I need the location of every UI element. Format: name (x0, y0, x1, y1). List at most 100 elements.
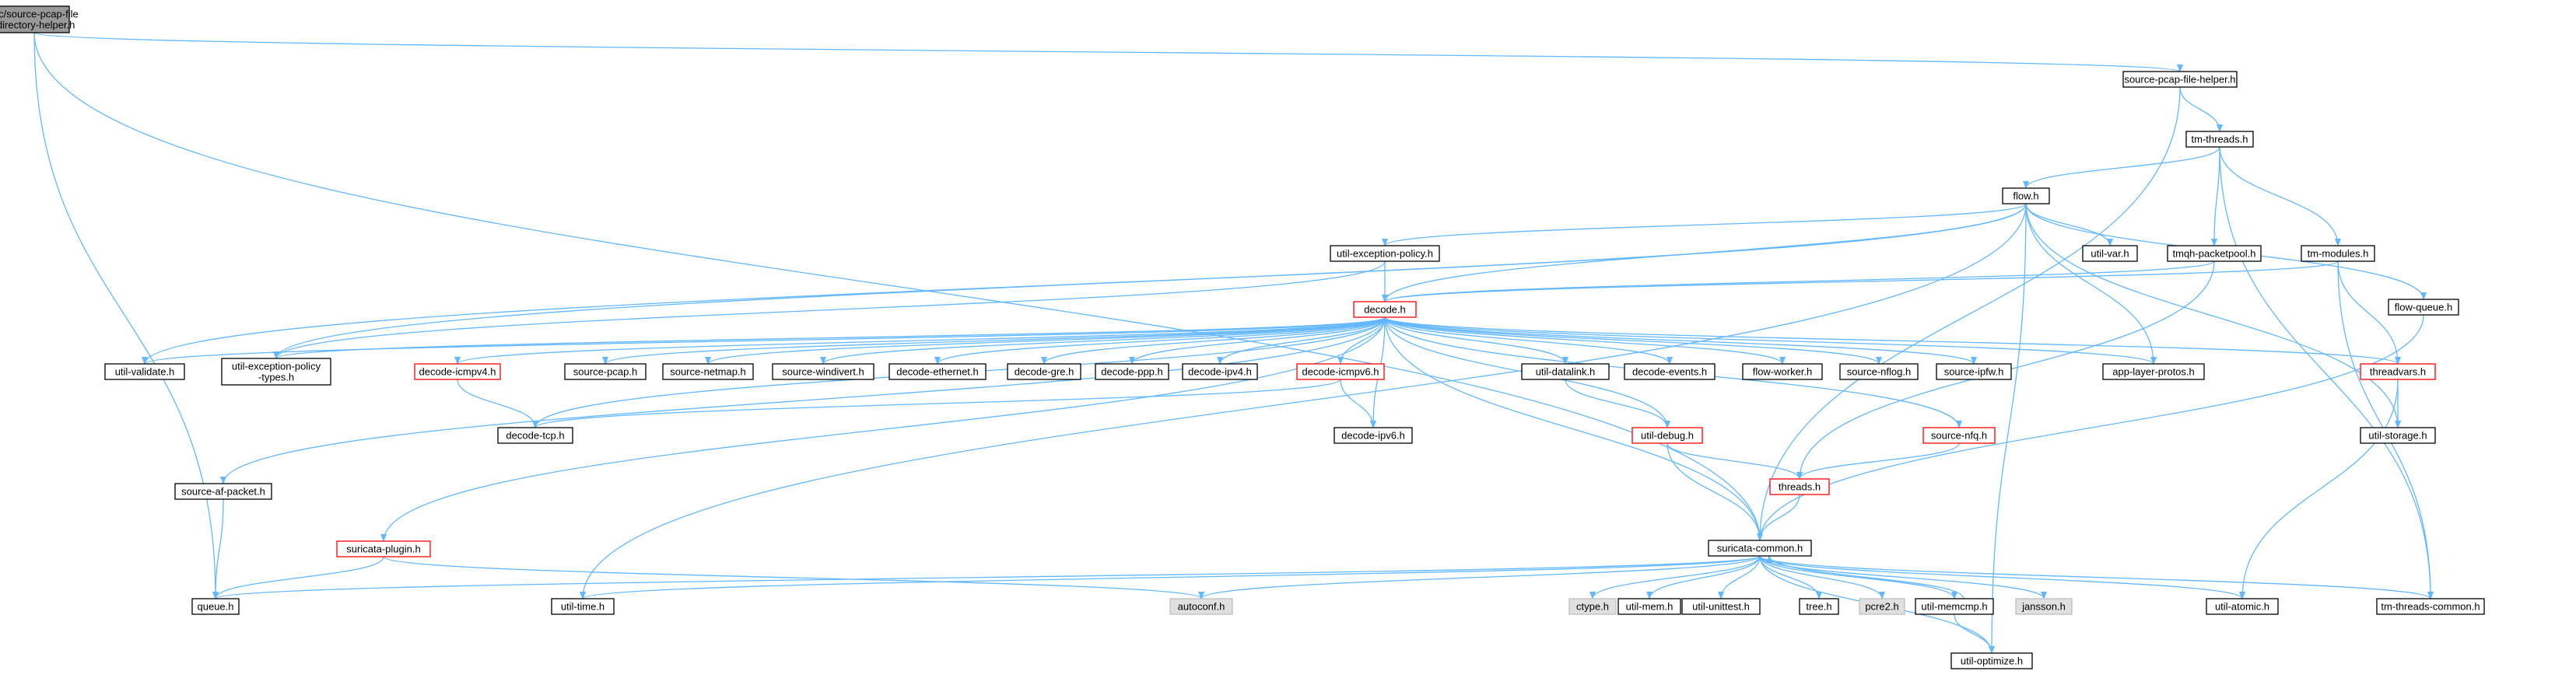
node-root[interactable]: src/source-pcap-file-directory-helper.h (0, 5, 79, 33)
edge-tmthreads-to-flow (2023, 146, 2220, 189)
node-label: decode-ipv6.h (1341, 430, 1405, 442)
node-tmtc[interactable]: tm-threads-common.h (2376, 598, 2485, 615)
edge-decode-to-decppp (1129, 316, 1386, 365)
node-utildebug[interactable]: util-debug.h (1631, 427, 1703, 444)
node-label: tm-threads-common.h (2381, 601, 2480, 613)
node-tree[interactable]: tree.h (1799, 598, 1839, 615)
node-decipv6[interactable]: decode-ipv6.h (1334, 427, 1413, 444)
node-tmqh[interactable]: tmqh-packetpool.h (2167, 245, 2262, 262)
node-srcwindivert[interactable]: source-windivert.h (772, 363, 874, 380)
node-utilatomic[interactable]: util-atomic.h (2206, 598, 2279, 615)
node-label: jansson.h (2021, 601, 2066, 613)
node-ueptypes[interactable]: util-exception-policy-types.h (221, 358, 331, 386)
node-threadvars[interactable]: threadvars.h (2360, 363, 2436, 380)
node-label: suricata-plugin.h (346, 543, 420, 555)
node-dectcp[interactable]: decode-tcp.h (497, 427, 573, 444)
node-box (1095, 363, 1169, 380)
node-label: decode-ppp.h (1101, 366, 1163, 378)
node-label: source-windivert.h (782, 366, 864, 378)
node-decether[interactable]: decode-ethernet.h (888, 363, 987, 380)
node-surcommon[interactable]: suricata-common.h (1708, 540, 1812, 557)
node-ctype[interactable]: ctype.h (1568, 598, 1617, 615)
node-label: app-layer-protos.h (2112, 366, 2195, 378)
edge-utilmemcmp-to-utiloptimize (1954, 613, 1995, 654)
node-tmmodules[interactable]: tm-modules.h (2301, 245, 2375, 262)
edge-decode-to-utildatalink (1384, 316, 1568, 365)
edge-decode-to-decipv4 (1217, 316, 1386, 365)
node-srcafpacket[interactable]: source-af-packet.h (174, 483, 272, 500)
node-srcnetmap[interactable]: source-netmap.h (662, 363, 754, 380)
node-box (1521, 363, 1610, 380)
node-box (2301, 245, 2375, 262)
node-box (1936, 363, 2012, 380)
node-decgre[interactable]: decode-gre.h (1007, 363, 1081, 380)
node-utildatalink[interactable]: util-datalink.h (1521, 363, 1610, 380)
node-flowqueue[interactable]: flow-queue.h (2388, 299, 2459, 316)
node-applayer[interactable]: app-layer-protos.h (2102, 363, 2205, 380)
edge-surcommon-to-autoconf (1198, 555, 1761, 599)
node-utiloptimize[interactable]: util-optimize.h (1950, 652, 2033, 669)
edge-threadvars-to-utilatomic (2239, 379, 2399, 599)
node-autoconf[interactable]: autoconf.h (1169, 598, 1233, 615)
edge-decode-to-surplugin (380, 316, 1386, 542)
node-box (2206, 598, 2279, 615)
node-srcnfq[interactable]: source-nfq.h (1922, 427, 1996, 444)
node-srcnflog[interactable]: source-nflog.h (1839, 363, 1919, 380)
node-uep[interactable]: util-exception-policy.h (1330, 245, 1440, 262)
node-srcipfw[interactable]: source-ipfw.h (1936, 363, 2012, 380)
node-flow[interactable]: flow.h (2002, 187, 2050, 204)
node-box (104, 363, 185, 380)
node-box (1859, 598, 1905, 615)
node-utiltime[interactable]: util-time.h (551, 598, 615, 615)
edge-decicmpv6-to-dectcp (532, 379, 1341, 428)
edge-uep-to-ueptypes (273, 260, 1386, 359)
node-box (2360, 427, 2436, 444)
node-jansson[interactable]: jansson.h (2015, 598, 2073, 615)
node-spfh[interactable]: source-pcap-file-helper.h (2122, 71, 2238, 88)
node-utilunittest[interactable]: util-unittest.h (1681, 598, 1761, 615)
node-label: tm-threads.h (2192, 134, 2248, 145)
edge-root-to-spfh (33, 32, 2182, 72)
node-tmthreads[interactable]: tm-threads.h (2185, 131, 2254, 148)
node-box (564, 363, 647, 380)
edge-decode-to-flowworker (1384, 316, 1786, 365)
node-box (1631, 427, 1703, 444)
edge-tmqh-to-decode (1382, 260, 2215, 302)
node-label: tree.h (1806, 601, 1831, 613)
edge-surcommon-to-utilunittest (1718, 555, 1761, 599)
node-label: pcre2.h (1865, 601, 1898, 613)
node-box (2082, 245, 2138, 262)
node-box (1169, 598, 1233, 615)
node-utilmem[interactable]: util-mem.h (1617, 598, 1681, 615)
node-queue[interactable]: queue.h (191, 598, 240, 615)
node-decicmpv4[interactable]: decode-icmpv4.h (414, 363, 501, 380)
node-utilvalidate[interactable]: util-validate.h (104, 363, 185, 380)
node-surplugin[interactable]: suricata-plugin.h (336, 540, 431, 557)
node-threads[interactable]: threads.h (1769, 478, 1830, 495)
node-label: util-debug.h (1641, 430, 1694, 442)
edge-decode-to-decether (934, 316, 1386, 365)
node-decevents[interactable]: decode-events.h (1624, 363, 1716, 380)
node-flowworker[interactable]: flow-worker.h (1742, 363, 1823, 380)
node-decppp[interactable]: decode-ppp.h (1095, 363, 1169, 380)
node-utilvar[interactable]: util-var.h (2082, 245, 2138, 262)
node-decipv4[interactable]: decode-ipv4.h (1182, 363, 1258, 380)
node-label: util-atomic.h (2215, 601, 2269, 613)
node-srcpcap[interactable]: source-pcap.h (564, 363, 647, 380)
node-label: util-validate.h (115, 366, 175, 378)
node-label: tm-modules.h (2308, 248, 2369, 260)
node-label: source-af-packet.h (181, 486, 265, 498)
node-pcre2[interactable]: pcre2.h (1859, 598, 1905, 615)
edge-flow-to-utiloptimize (1989, 203, 2027, 654)
node-decode[interactable]: decode.h (1353, 301, 1417, 318)
node-utilmemcmp[interactable]: util-memcmp.h (1915, 598, 1994, 615)
edge-layer (33, 32, 2434, 654)
node-label: source-ipfw.h (1944, 366, 2004, 378)
node-label: util-datalink.h (1536, 366, 1596, 378)
node-decicmpv6[interactable]: decode-icmpv6.h (1296, 363, 1385, 380)
edge-threads-to-surcommon (1757, 494, 1800, 541)
edge-decode-to-srcwindivert (820, 316, 1386, 365)
node-utilstorage[interactable]: util-storage.h (2360, 427, 2436, 444)
node-box (1742, 363, 1823, 380)
